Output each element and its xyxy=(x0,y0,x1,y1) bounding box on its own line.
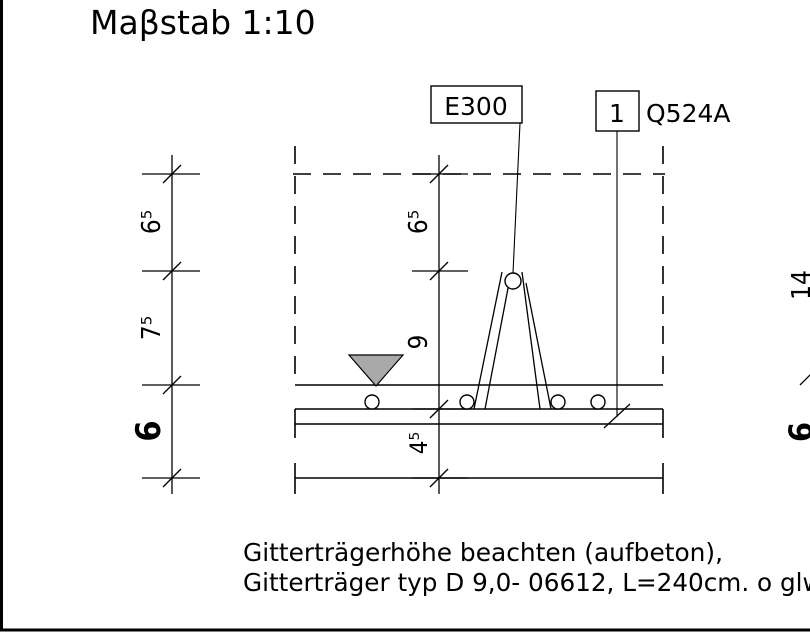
note-line-1: Gitterträgerhöhe beachten (aufbeton), xyxy=(243,538,723,567)
mesh-position-box xyxy=(595,90,640,132)
weld-leader xyxy=(512,122,521,274)
dim-right-partial-bottom: 6 xyxy=(782,422,810,442)
right-partial-dimension xyxy=(799,374,810,386)
dim-middle-mid: 9 xyxy=(404,335,434,350)
scale-title: Maβstab 1:10 xyxy=(90,3,316,42)
note-line-2: Gitterträger typ D 9,0- 06612, L=240cm. … xyxy=(243,568,810,597)
girder-top-bar xyxy=(504,272,522,290)
lattice-girder xyxy=(473,271,552,410)
dim-middle-bottom: 4⁵ xyxy=(405,432,433,454)
weld-label: E300 xyxy=(444,92,508,121)
mesh-type-label: Q524A xyxy=(646,99,731,128)
middle-dimension-chain xyxy=(412,155,468,494)
mesh-position-number: 1 xyxy=(609,99,625,128)
mesh-leader-tick xyxy=(603,403,631,429)
dim-left-mid: 7⁵ xyxy=(137,316,167,340)
level-marker xyxy=(347,354,405,387)
left-dimension-chain xyxy=(142,155,200,494)
dim-right-partial-top: 14 xyxy=(787,270,810,300)
dim-left-bottom: 6 xyxy=(129,420,169,441)
rebar-circles xyxy=(364,394,606,410)
dim-middle-top: 6⁵ xyxy=(404,210,434,234)
weld-label-box xyxy=(430,85,523,124)
cross-section xyxy=(293,146,665,494)
dim-left-top: 6⁵ xyxy=(137,210,167,234)
